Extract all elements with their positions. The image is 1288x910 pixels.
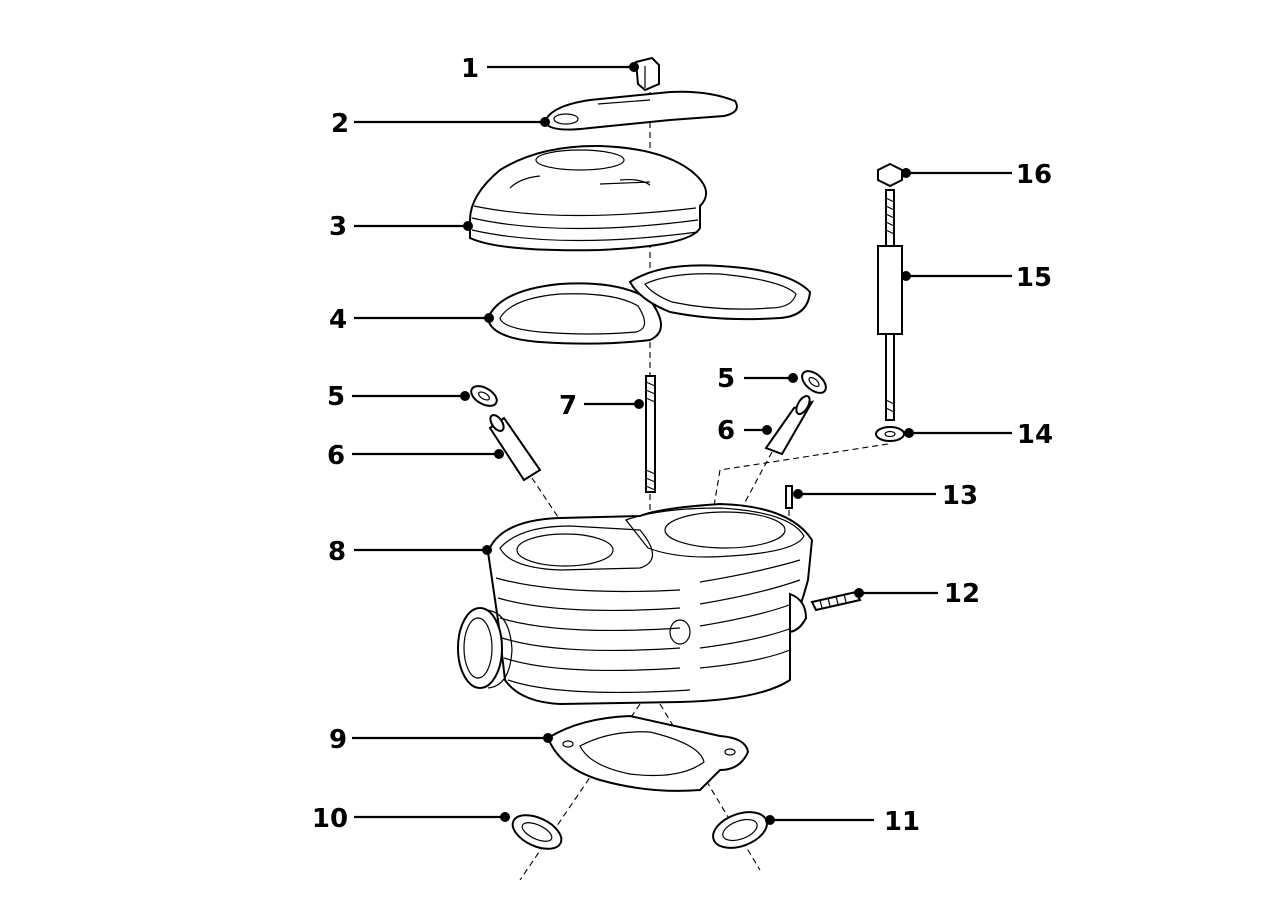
callout-7-label: 7 [559, 391, 577, 421]
callouts: 1 2 3 4 5 6 5 [312, 54, 1053, 837]
callout-7: 7 [559, 391, 644, 421]
washer-left-part [470, 385, 498, 407]
callout-10: 10 [312, 804, 510, 834]
callout-4-label: 4 [329, 305, 347, 335]
callout-5-left-label: 5 [327, 382, 345, 412]
cylinder-head-part [457, 502, 814, 706]
callout-2-label: 2 [331, 109, 349, 139]
washer-right-part [801, 370, 827, 394]
valve-cover-part [469, 144, 708, 252]
callout-6-right-label: 6 [717, 416, 735, 446]
callout-6-left-label: 6 [327, 441, 345, 471]
callout-3-label: 3 [329, 212, 347, 242]
callout-16: 16 [901, 160, 1052, 190]
callout-16-label: 16 [1016, 160, 1052, 190]
callout-5-left: 5 [327, 382, 470, 412]
callout-9-label: 9 [329, 725, 347, 755]
seal-ring-left-part [511, 814, 563, 850]
seal-ring-right-part [712, 811, 768, 849]
callout-5-right-label: 5 [717, 364, 735, 394]
callout-10-label: 10 [312, 804, 348, 834]
callout-6-left: 6 [327, 441, 504, 471]
callout-5-right: 5 [717, 364, 798, 394]
callout-11-label: 11 [884, 807, 920, 837]
callout-12-label: 12 [944, 579, 980, 609]
callout-2: 2 [331, 109, 550, 139]
callout-15: 15 [901, 263, 1052, 293]
cap-nut-part [634, 56, 660, 92]
cover-gasket-part [486, 264, 812, 345]
callout-8: 8 [328, 537, 492, 567]
callout-14: 14 [904, 420, 1053, 450]
side-screw-part [810, 590, 862, 612]
callout-14-label: 14 [1017, 420, 1053, 450]
head-gasket-part [546, 714, 750, 792]
callout-15-label: 15 [1016, 263, 1052, 293]
rocker-bracket-part [543, 90, 738, 131]
long-bolt-part [709, 162, 905, 531]
callout-13-label: 13 [942, 481, 978, 511]
callout-11: 11 [765, 807, 920, 837]
callout-1: 1 [461, 54, 639, 84]
callout-3: 3 [329, 212, 473, 242]
callout-4: 4 [329, 305, 494, 335]
callout-6-right: 6 [717, 416, 772, 446]
callout-9: 9 [329, 725, 553, 755]
callout-13: 13 [793, 481, 978, 511]
callout-12: 12 [854, 579, 980, 609]
callout-1-label: 1 [461, 54, 479, 84]
valve-guide-right-part [729, 394, 815, 531]
callout-8-label: 8 [328, 537, 346, 567]
